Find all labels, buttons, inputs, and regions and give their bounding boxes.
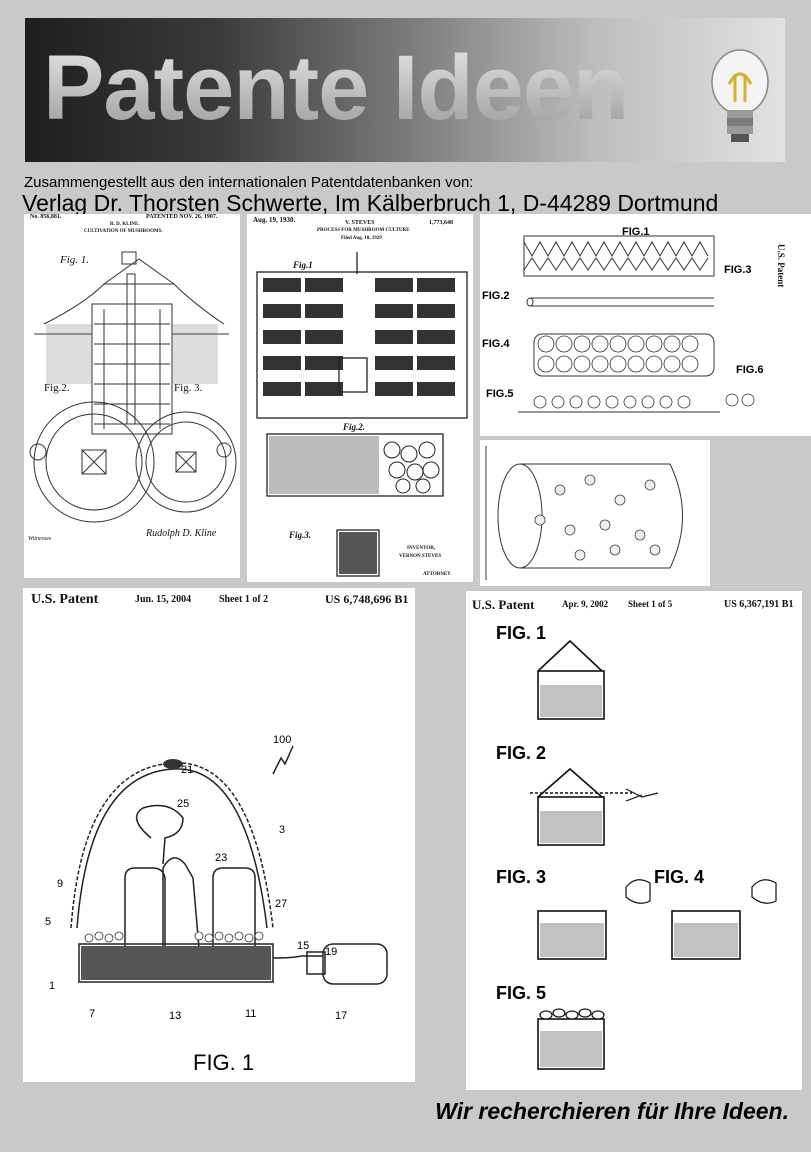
dome-ref-number: 9 <box>57 878 63 890</box>
publisher-address: Verlag Dr. Thorsten Schwerte, Im Kälberb… <box>22 190 718 217</box>
patent-tube-panel: U.S. Patent FIG.1 FIG.2 FIG.3 FIG.4 FIG.… <box>480 214 811 436</box>
dome-ref-number: 15 <box>297 940 309 952</box>
dome-ref-number: 23 <box>215 852 227 864</box>
steves-attorney: ATTORNEY <box>423 572 451 577</box>
dome-ref-number: 17 <box>335 1010 347 1022</box>
cylinder-drawing <box>480 440 710 586</box>
steves-drawing <box>247 214 473 582</box>
dome-ref-number: 5 <box>45 916 51 928</box>
lightbulb-icon <box>705 44 775 154</box>
footer-slogan: Wir recherchieren für Ihre Ideen. <box>435 1098 789 1125</box>
dome-ref-number: 100 <box>273 734 291 746</box>
dome-ref-number: 19 <box>325 946 337 958</box>
dome-ref-number: 25 <box>177 798 189 810</box>
kline-drawing <box>24 214 240 578</box>
steves-inventor-label: INVENTOR, <box>407 546 435 551</box>
steves-inventor-name: VERNON STEVES <box>399 554 441 559</box>
patent-kline-panel: No. 856,881. PATENTED NOV. 26, 1907. R. … <box>24 214 240 578</box>
dome-ref-number: 21 <box>181 764 193 776</box>
dome-ref-number: 7 <box>89 1008 95 1020</box>
dome-drawing <box>23 588 415 1082</box>
patent-bag-panel: U.S. Patent Apr. 9, 2002 Sheet 1 of 5 US… <box>466 591 802 1090</box>
dome-fig-label: FIG. 1 <box>193 1050 254 1076</box>
dome-ref-number: 3 <box>279 824 285 836</box>
patent-steves-panel: Aug. 19, 1930. V. STEVES 1,773,648 PROCE… <box>247 214 473 582</box>
dome-ref-number: 11 <box>245 1008 256 1020</box>
kline-fig2: Fig.2. <box>44 382 70 394</box>
dome-ref-number: 27 <box>275 898 287 910</box>
tube-drawing <box>480 214 811 436</box>
dome-ref-number: 13 <box>169 1010 181 1022</box>
patent-cylinder-panel <box>480 440 710 586</box>
bag-drawing <box>466 591 802 1090</box>
banner-title: Patente Ideen <box>43 38 628 138</box>
dome-ref-number: 1 <box>49 980 55 992</box>
kline-fig3: Fig. 3. <box>174 382 202 394</box>
kline-signature: Rudolph D. Kline <box>146 528 216 539</box>
patent-dome-panel: U.S. Patent Jun. 15, 2004 Sheet 1 of 2 U… <box>23 588 415 1082</box>
header-banner: Patente Ideen <box>25 18 785 162</box>
kline-witnesses: Witnesses <box>28 536 51 542</box>
subtitle: Zusammengestellt aus den internationalen… <box>24 174 473 191</box>
